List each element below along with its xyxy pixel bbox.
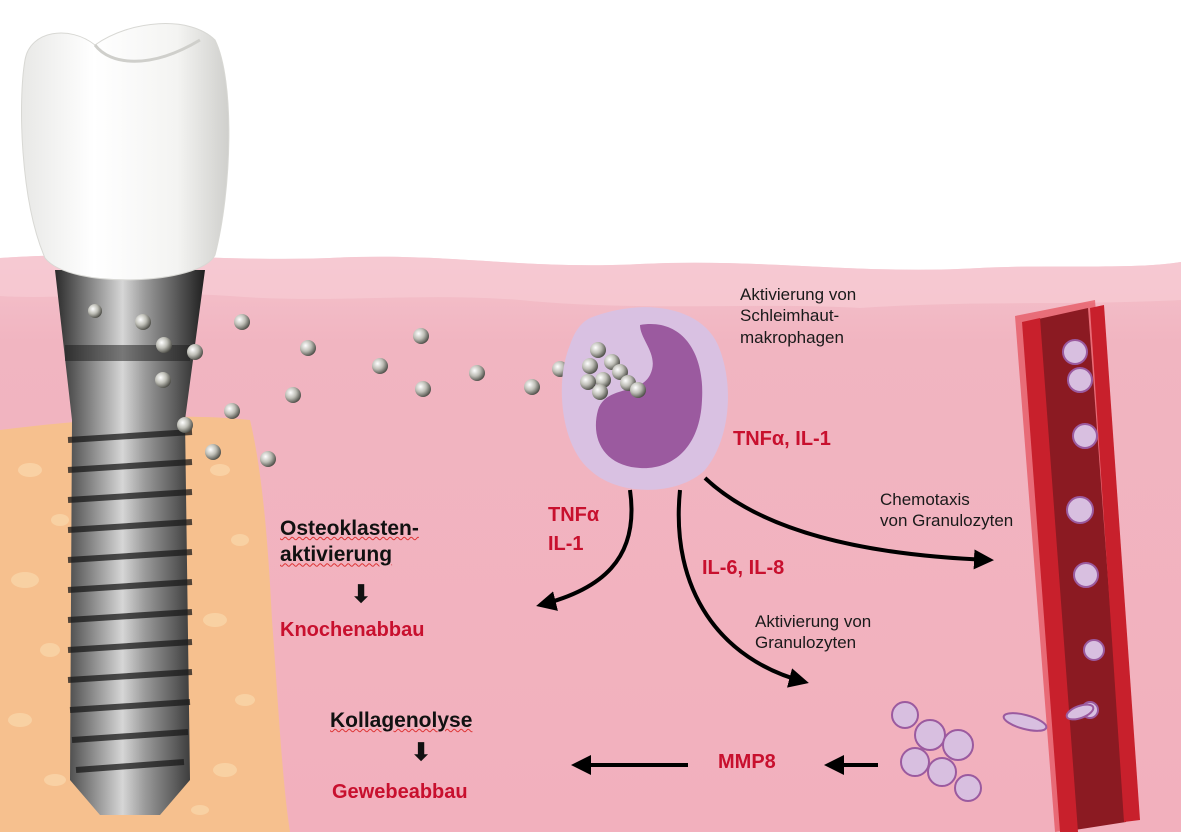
label-line: Kollagenolyse [330,709,473,732]
tissue-loss-label: Gewebeabbau [332,781,468,803]
macrophage-icon [561,307,728,490]
curved-arrow-icon [536,489,634,611]
down-arrow-icon: ⬇ [411,739,432,766]
il6-il8-label: IL-6, IL-8 [702,557,785,579]
granulocyte-cluster [891,701,1095,802]
activation-granulocytes-label: Aktivierung von Granulozyten [755,611,871,654]
tnf-label: TNFα [548,504,600,526]
implant-screw-icon [55,270,205,815]
label-line: Schleimhaut- [740,306,840,326]
bone-loss-label: Knochenabbau [280,619,425,641]
activation-macrophages-label: Aktivierung von Schleimhaut- makrophagen [740,284,856,348]
down-arrow-icon: ⬇ [351,581,372,608]
il1-label: IL-1 [548,533,584,555]
curved-arrow-icon [703,476,994,570]
particle-icon [88,304,568,467]
chemotaxis-label: Chemotaxis von Granulozyten [880,489,1013,532]
blood-vessel-icon [1015,300,1140,832]
label-line: makrophagen [740,327,844,347]
mmp8-label: MMP8 [718,751,776,773]
osteoclast-label: Osteoklasten- aktivierung [280,516,419,569]
gum-surface [0,255,1181,308]
curved-arrow-icon [676,489,809,688]
label-line: Granulozyten [755,633,857,653]
label-line: Osteoklasten- [280,517,419,540]
label-line: aktivierung [280,543,393,567]
collagenolysis-label: Kollagenolyse [330,708,472,734]
bone-texture [8,463,255,815]
label-line: Chemotaxis [880,490,970,509]
tnf-il1-label: TNFα, IL-1 [733,428,831,450]
label-line: von Granulozyten [880,511,1014,531]
label-line: Aktivierung von [740,285,857,304]
label-line: Aktivierung von [755,612,872,631]
